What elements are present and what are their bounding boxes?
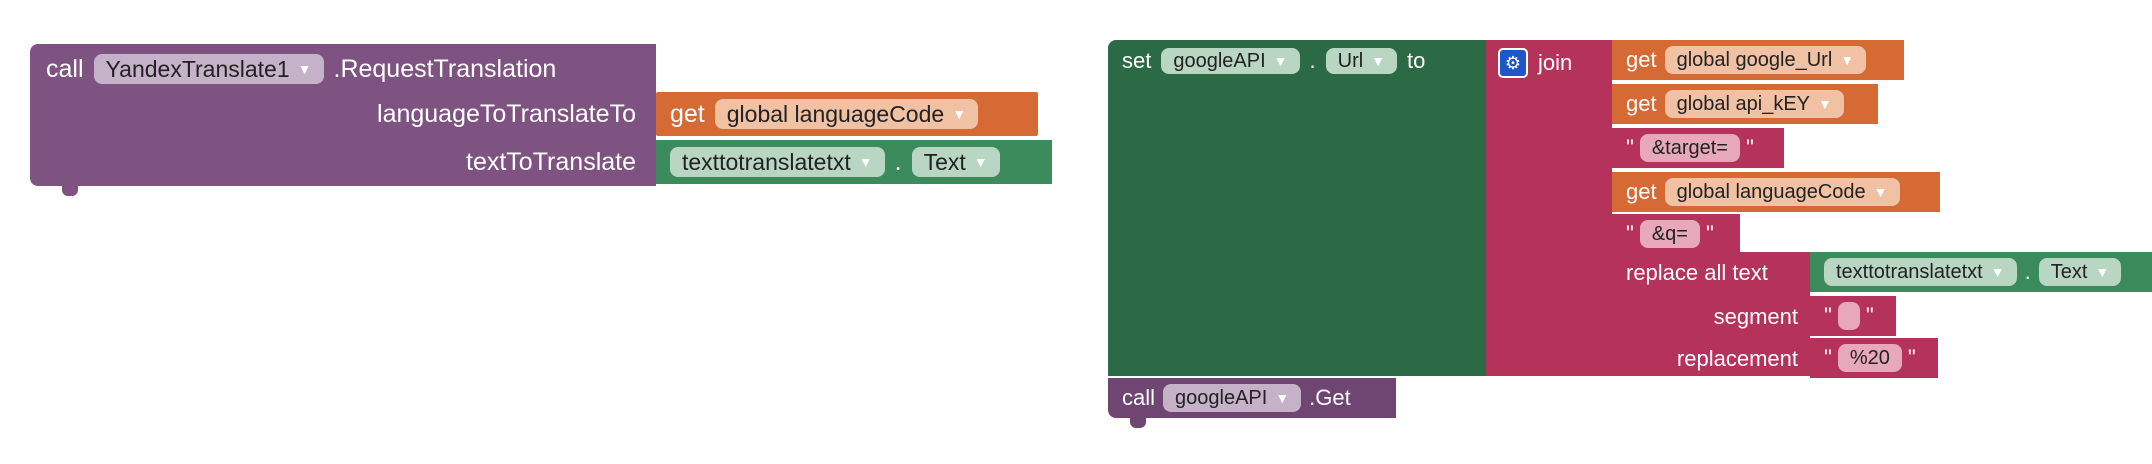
component-dropdown-googleapi[interactable]: googleAPI▼: [1161, 48, 1300, 74]
replace-all-text-block[interactable]: replace all text segment replacement: [1612, 252, 1810, 376]
text-segment-block[interactable]: " ": [1810, 296, 1896, 336]
open-quote: ": [1626, 135, 1634, 160]
text-field-target[interactable]: &target=: [1639, 134, 1740, 162]
block-tab: [62, 186, 78, 196]
component-dropdown-texttotranslatetxt[interactable]: texttotranslatetxt▼: [1824, 258, 2017, 286]
mutator-gear-icon[interactable]: ⚙: [1498, 48, 1528, 78]
replace-texttotranslate-text-block[interactable]: texttotranslatetxt▼ . Text▼: [1810, 252, 2152, 292]
text-replacement-block[interactable]: " %20 ": [1810, 338, 1938, 378]
property-dropdown-url[interactable]: Url▼: [1325, 48, 1398, 74]
text-field-replacement[interactable]: %20: [1837, 344, 1902, 372]
close-quote: ": [1745, 135, 1754, 160]
dot-separator: .: [894, 147, 902, 176]
param-text-label: textToTranslate: [466, 148, 636, 176]
set-keyword: set: [1122, 48, 1152, 73]
segment-label: segment: [1713, 304, 1798, 329]
get-languagecode-block[interactable]: get global languageCode▼: [656, 92, 1038, 136]
block-tab: [1130, 418, 1146, 428]
close-quote: ": [1705, 221, 1714, 246]
text-target-block[interactable]: " &target= ": [1612, 128, 1784, 168]
component-dropdown-googleapi[interactable]: googleAPI▼: [1163, 384, 1302, 412]
close-quote: ": [1865, 303, 1874, 328]
property-dropdown-text[interactable]: Text▼: [2038, 258, 2122, 286]
set-googleapi-url-block[interactable]: set googleAPI▼ . Url▼ to: [1108, 40, 1486, 376]
replace-all-text-label: replace all text: [1626, 260, 1768, 285]
get-keyword: get: [1626, 47, 1657, 72]
text-q-block[interactable]: " &q= ": [1612, 214, 1740, 254]
get-keyword: get: [1626, 179, 1657, 204]
component-dropdown-texttotranslatetxt[interactable]: texttotranslatetxt▼: [670, 147, 885, 177]
property-dropdown-text[interactable]: Text▼: [911, 147, 1000, 177]
method-name: .RequestTranslation: [333, 54, 557, 83]
texttotranslate-text-block[interactable]: texttotranslatetxt▼ . Text▼: [656, 140, 1052, 184]
dot-separator: .: [1309, 48, 1316, 73]
get-keyword: get: [1626, 91, 1657, 116]
text-field-q[interactable]: &q=: [1639, 220, 1700, 248]
dot-separator: .: [2024, 259, 2031, 284]
method-name: .Get: [1309, 385, 1351, 410]
open-quote: ": [1626, 221, 1634, 246]
open-quote: ": [1824, 345, 1832, 370]
get-keyword: get: [670, 99, 705, 128]
component-dropdown-yandextranslate1[interactable]: YandexTranslate1▼: [93, 54, 324, 84]
join-block[interactable]: ⚙ join: [1486, 40, 1612, 376]
get-languagecode-join-block[interactable]: get global languageCode▼: [1612, 172, 1940, 212]
to-keyword: to: [1407, 48, 1426, 73]
close-quote: ": [1907, 345, 1916, 370]
call-keyword: call: [1122, 385, 1156, 410]
dropdown-caret-icon: ▼: [297, 61, 312, 77]
param-language-label: languageToTranslateTo: [377, 100, 636, 128]
join-keyword: join: [1538, 50, 1573, 75]
variable-dropdown-languagecode[interactable]: global languageCode▼: [1664, 178, 1900, 206]
replacement-label: replacement: [1676, 346, 1798, 371]
call-keyword: call: [46, 54, 84, 83]
open-quote: ": [1824, 303, 1832, 328]
call-requesttranslation-block[interactable]: call YandexTranslate1▼ .RequestTranslati…: [30, 44, 656, 186]
get-google-url-block[interactable]: get global google_Url▼: [1612, 40, 1904, 80]
variable-dropdown-api-key[interactable]: global api_kEY▼: [1664, 90, 1844, 118]
text-field-segment[interactable]: [1837, 302, 1860, 330]
call-googleapi-get-block[interactable]: call googleAPI▼ .Get: [1108, 378, 1396, 418]
get-api-key-block[interactable]: get global api_kEY▼: [1612, 84, 1878, 124]
variable-dropdown-google-url[interactable]: global google_Url▼: [1664, 46, 1867, 74]
variable-dropdown-languagecode[interactable]: global languageCode▼: [714, 99, 979, 129]
